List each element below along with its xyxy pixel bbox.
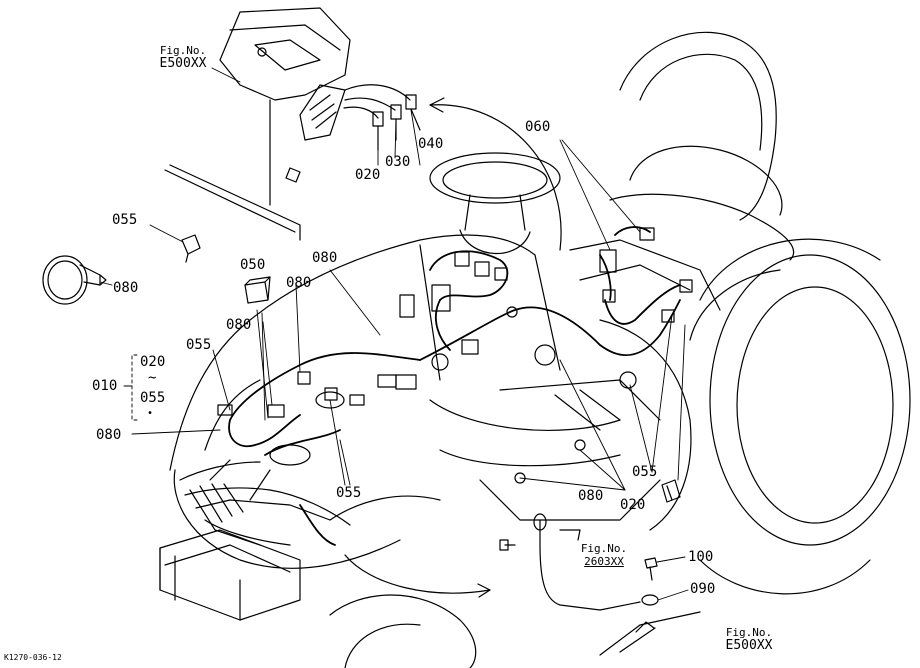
fig-ref-top-value: E500XX <box>159 56 207 71</box>
arrow-bottom <box>344 554 491 598</box>
fig-ref-top[interactable]: Fig.No. E500XX <box>148 44 218 70</box>
rear-wheel <box>689 238 911 595</box>
front-bumper <box>159 529 301 621</box>
part-label-030[interactable]: 030 <box>385 154 411 170</box>
bottom-bracket <box>599 611 701 656</box>
part-label-080-lower[interactable]: 080 <box>96 427 122 443</box>
seat <box>609 31 795 261</box>
relay-050 <box>244 276 271 304</box>
part-label-090[interactable]: 090 <box>690 581 716 597</box>
dot-glyph: • <box>147 408 154 419</box>
dash-and-floor <box>329 239 721 531</box>
part-label-100[interactable]: 100 <box>688 549 714 565</box>
fig-ref-top-label: Fig.No. <box>159 44 207 57</box>
bolt-100 <box>644 557 658 581</box>
part-label-050[interactable]: 050 <box>240 257 266 273</box>
fig-ref-middle-value: 2603XX <box>584 555 624 568</box>
part-label-080-mid2[interactable]: 080 <box>286 275 312 291</box>
part-label-040[interactable]: 040 <box>418 136 444 152</box>
part-label-055-bracket[interactable]: 055 <box>140 390 166 406</box>
part-label-055-center[interactable]: 055 <box>336 485 362 501</box>
part-label-080-band[interactable]: 080 <box>113 280 139 296</box>
arrow-top <box>429 97 562 251</box>
part-label-055-mid[interactable]: 055 <box>186 337 212 353</box>
part-label-055-left[interactable]: 055 <box>112 212 138 228</box>
drawing-code: K1270-036-12 <box>4 653 62 662</box>
steering-wheel <box>429 152 561 255</box>
fuse-box <box>299 84 346 141</box>
leader-lines <box>99 67 689 601</box>
fig-ref-middle[interactable]: Fig.No. 2603XX <box>574 542 634 568</box>
part-label-080-right[interactable]: 080 <box>578 488 604 504</box>
fuse-020-right <box>661 479 681 503</box>
part-label-080-left[interactable]: 080 <box>226 317 252 333</box>
harness-connectors <box>217 227 693 484</box>
bracket-assembly-top <box>164 7 351 241</box>
part-label-060[interactable]: 060 <box>525 119 551 135</box>
fuses-020-030-040 <box>343 84 421 151</box>
part-label-020-right[interactable]: 020 <box>620 497 646 513</box>
part-label-080-mid1[interactable]: 080 <box>312 250 338 266</box>
bracket-010 <box>131 354 138 421</box>
cable-band-080 <box>42 255 107 305</box>
part-label-055-right[interactable]: 055 <box>632 464 658 480</box>
clamp-055 <box>181 234 201 263</box>
part-label-010[interactable]: 010 <box>92 378 118 394</box>
part-label-020-bracket[interactable]: 020 <box>140 354 166 370</box>
fig-ref-bottom-label: Fig.No. <box>725 626 773 639</box>
fig-ref-middle-label: Fig.No. <box>580 542 628 555</box>
fig-ref-bottom-value: E500XX <box>725 638 773 653</box>
tractor-hood <box>169 234 536 569</box>
tilde-glyph: ~ <box>148 370 157 386</box>
front-wheel <box>329 594 477 668</box>
part-label-020-top[interactable]: 020 <box>355 167 381 183</box>
fig-ref-bottom[interactable]: Fig.No. E500XX <box>714 626 784 652</box>
